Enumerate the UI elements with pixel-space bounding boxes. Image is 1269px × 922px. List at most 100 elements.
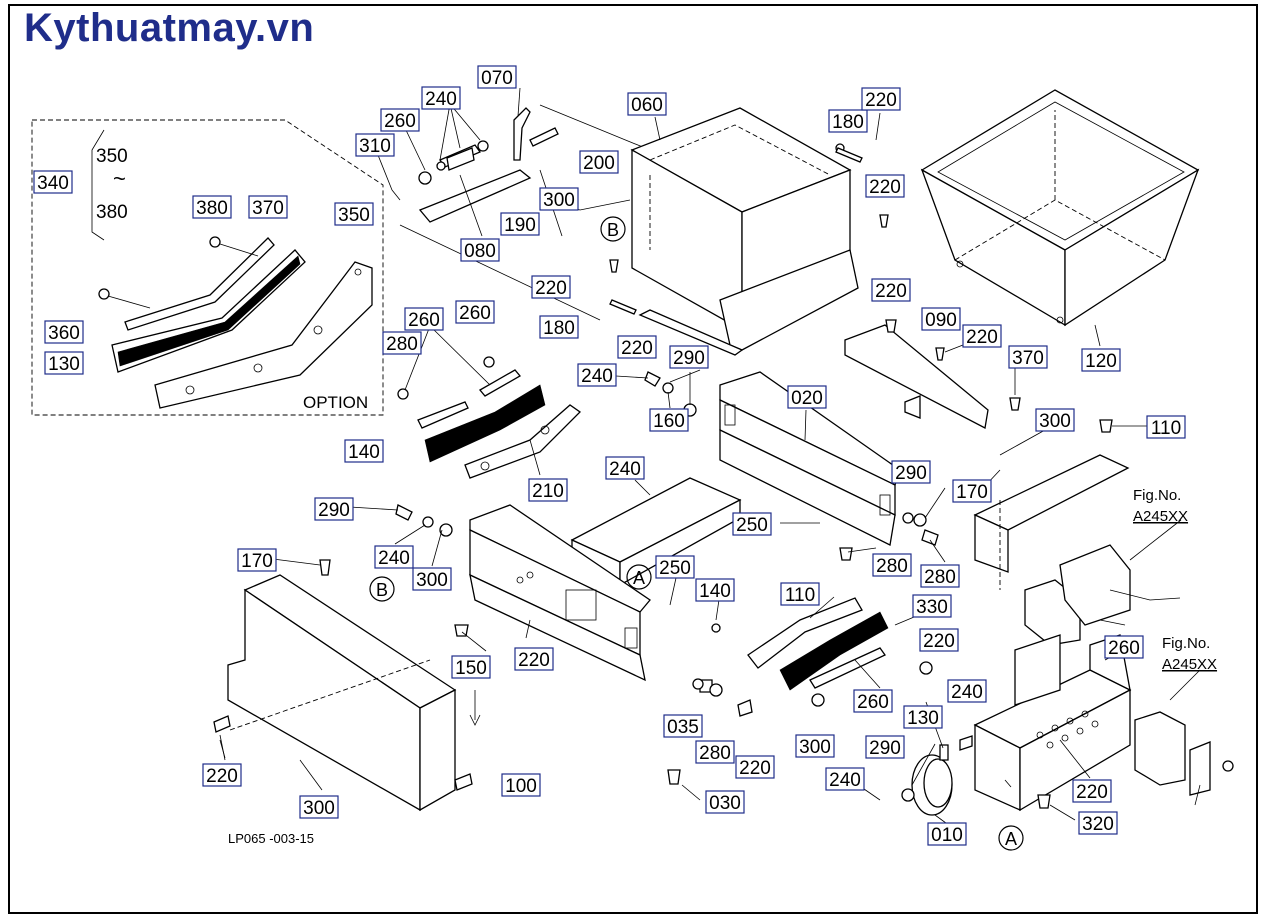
callout-box [374, 545, 414, 569]
callout-box [921, 307, 961, 331]
callout-box [853, 689, 893, 713]
callout-box [912, 594, 952, 618]
callout-number: 300 [799, 737, 831, 758]
callout-box [952, 479, 992, 503]
callout-number: 210 [532, 481, 564, 502]
callout-number: 260 [857, 692, 889, 713]
callout-box [927, 822, 967, 846]
side-cover-100 [227, 574, 481, 812]
callout-290: 290 [891, 460, 931, 484]
callout-box [539, 315, 579, 339]
svg-text:B: B [376, 580, 388, 600]
callout-number: 110 [1151, 418, 1181, 439]
callout-number: 220 [206, 766, 238, 787]
callout-box [920, 564, 960, 588]
callout-box [1104, 635, 1144, 659]
callout-number: 370 [1012, 348, 1044, 369]
callout-box [825, 767, 865, 791]
callout-220: 220 [202, 763, 242, 787]
callout-number: 280 [924, 567, 956, 588]
callout-box [412, 567, 452, 591]
callout-120: 120 [1081, 348, 1121, 372]
callout-box [314, 497, 354, 521]
callout-number: 100 [505, 776, 537, 797]
callout-box [663, 714, 703, 738]
callout-box [237, 548, 277, 572]
callout-box [787, 385, 827, 409]
callout-number: 220 [621, 338, 653, 359]
callout-130: 130 [44, 351, 84, 375]
callout-box [705, 790, 745, 814]
callout-number: 120 [1085, 351, 1117, 372]
callout-number: 240 [609, 459, 641, 480]
callout-box [617, 335, 657, 359]
callout-090: 090 [921, 307, 961, 331]
range-tilde: ~ [113, 166, 126, 191]
callout-number: 140 [699, 581, 731, 602]
callout-number: 280 [699, 743, 731, 764]
callout-number: 240 [829, 770, 861, 791]
callout-110: 110 [780, 582, 820, 606]
callout-number: 130 [48, 354, 80, 375]
callout-box [514, 647, 554, 671]
callout-box [192, 195, 232, 219]
range-bottom: 380 [96, 202, 128, 223]
callout-box [1146, 415, 1186, 439]
callout-box [919, 628, 959, 652]
callout-240: 240 [374, 545, 414, 569]
callout-box [865, 735, 905, 759]
callout-number: 150 [455, 658, 487, 679]
callout-number: 090 [925, 310, 957, 331]
switch-box [1134, 711, 1234, 796]
motor-assembly [1024, 544, 1181, 646]
frame-160 [719, 371, 901, 546]
callout-box [500, 212, 540, 236]
callout-box [871, 278, 911, 302]
callout-220: 220 [531, 275, 571, 299]
callout-box [334, 202, 374, 226]
hopper-120 [920, 89, 1200, 327]
callout-280: 280 [872, 553, 912, 577]
callout-number: 290 [895, 463, 927, 484]
callout-box [531, 275, 571, 299]
cover-020 [973, 454, 1130, 590]
callout-box [528, 478, 568, 502]
callout-110: 110 [1146, 415, 1186, 439]
callout-100: 100 [501, 773, 541, 797]
marker-a-2: A [998, 825, 1024, 851]
callout-220: 220 [617, 335, 657, 359]
callout-010: 010 [927, 822, 967, 846]
marker-a-1: A [626, 564, 652, 590]
callout-box [655, 555, 695, 579]
callout-035: 035 [663, 714, 703, 738]
callout-240: 240 [421, 86, 461, 110]
drawing-frame [8, 4, 1258, 914]
callout-number: 240 [951, 682, 983, 703]
callout-250: 250 [655, 555, 695, 579]
callout-number: 250 [659, 558, 691, 579]
callout-number: 300 [543, 190, 575, 211]
callout-number: 260 [459, 303, 491, 324]
plate-090 [844, 324, 989, 429]
lever-assembly [391, 104, 651, 321]
callout-number: 370 [252, 198, 284, 219]
brush-assembly-lower [747, 597, 933, 707]
callout-number: 020 [791, 388, 823, 409]
callout-box [404, 307, 444, 331]
callout-300: 300 [539, 187, 579, 211]
callout-number: 220 [875, 281, 907, 302]
frame-150 [469, 504, 651, 682]
callout-number: 220 [923, 631, 955, 652]
callout-number: 310 [359, 136, 391, 157]
callout-220: 220 [871, 278, 911, 302]
pulley-030 [901, 744, 953, 816]
callout-number: 220 [739, 758, 771, 779]
callout-160: 160 [649, 408, 689, 432]
callout-box [780, 582, 820, 606]
callout-number: 340 [37, 173, 69, 194]
range-top: 350 [96, 146, 128, 167]
callout-number: 200 [583, 153, 615, 174]
callout-360: 360 [44, 320, 84, 344]
callout-box [865, 174, 905, 198]
